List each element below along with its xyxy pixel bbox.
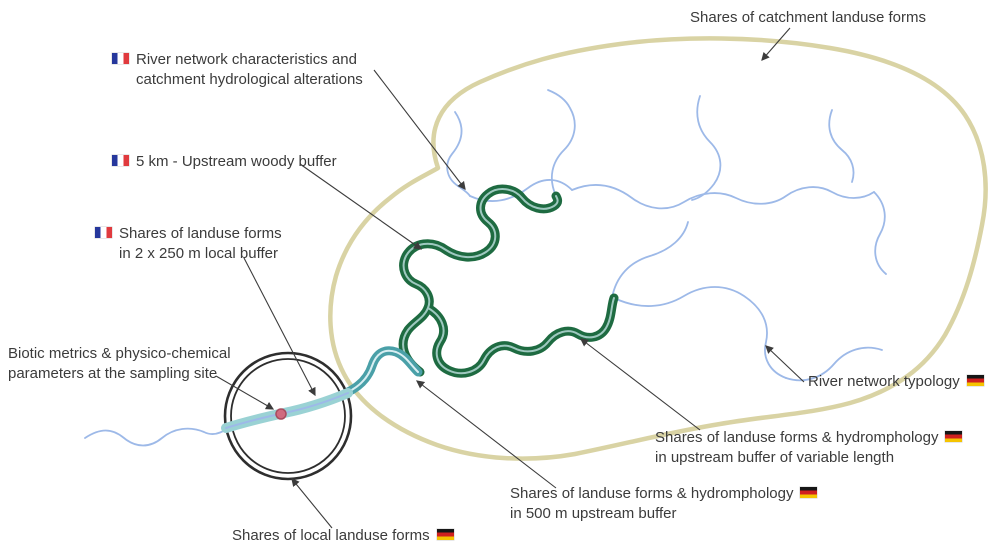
catchment-boundary-outline xyxy=(328,36,988,461)
label-catchment-landuse: Shares of catchment landuse forms xyxy=(690,8,926,28)
label-upstream-woody-buffer: 5 km - Upstream woody buffer xyxy=(112,152,337,172)
label-text: Shares of landuse forms xyxy=(119,225,282,242)
label-text: Shares of landuse forms & hydromphology xyxy=(510,485,794,502)
arrow-biotic-metrics xyxy=(215,375,275,410)
label-text: catchment hydrological alterations xyxy=(136,70,363,88)
local-buffer-inner-ring xyxy=(230,358,346,474)
river-segment xyxy=(84,427,229,447)
river-segment xyxy=(691,95,722,201)
label-text: in upstream buffer of variable length xyxy=(655,448,895,466)
sampling-site-dot xyxy=(275,408,287,420)
france-flag-icon xyxy=(112,53,129,64)
river-segment xyxy=(611,221,689,299)
woody-buffer xyxy=(398,184,619,378)
label-variable-length-buffer: Shares of landuse forms & hydromphology … xyxy=(655,428,963,468)
river-segment xyxy=(571,184,875,210)
france-flag-icon xyxy=(95,227,112,238)
label-text: River network characteristics and xyxy=(136,51,357,68)
label-text: Shares of local landuse forms xyxy=(232,527,430,544)
germany-flag-icon xyxy=(800,487,818,498)
river-segment xyxy=(828,109,855,183)
label-500m-upstream-buffer: Shares of landuse forms & hydromphology … xyxy=(510,484,818,524)
river-segment xyxy=(547,89,576,197)
arrow-local-landuse xyxy=(291,478,333,529)
arrow-upstream-woody-buffer xyxy=(299,163,423,250)
river-segment xyxy=(446,111,471,197)
arrow-river-network-typology xyxy=(765,345,805,383)
river-segment xyxy=(469,179,573,202)
label-text: in 500 m upstream buffer xyxy=(510,504,677,522)
arrow-catchment-landuse xyxy=(761,27,791,61)
label-text: Shares of landuse forms & hydromphology xyxy=(655,429,939,446)
label-text: 5 km - Upstream woody buffer xyxy=(136,153,337,170)
label-text: River network typology xyxy=(808,373,960,390)
germany-flag-icon xyxy=(436,529,454,540)
river-network xyxy=(84,89,887,447)
woody-buffer-core-river xyxy=(427,297,615,375)
france-flag-icon xyxy=(112,155,129,166)
arrow-local-buffer-shares xyxy=(243,257,316,397)
germany-flag-icon xyxy=(945,431,963,442)
river-segment xyxy=(613,286,787,379)
river-segment xyxy=(873,191,887,275)
upstream-500m-buffer xyxy=(343,346,423,397)
arrow-500m-upstream-buffer xyxy=(416,380,557,489)
woody-buffer-core-river xyxy=(402,188,559,373)
label-river-network-characteristics: River network characteristics and catchm… xyxy=(112,50,363,90)
woody-buffer-band xyxy=(423,293,619,378)
arrow-variable-length-buffer xyxy=(580,338,701,431)
germany-flag-icon xyxy=(966,375,984,386)
annotation-arrows xyxy=(215,27,805,529)
label-local-landuse: Shares of local landuse forms xyxy=(232,526,454,546)
label-text: Biotic metrics & physico-chemical xyxy=(8,345,231,362)
label-text: in 2 x 250 m local buffer xyxy=(119,244,278,262)
label-text: parameters at the sampling site xyxy=(8,364,218,382)
label-local-buffer-shares: Shares of landuse forms in 2 x 250 m loc… xyxy=(95,224,282,264)
label-text: Shares of catchment landuse forms xyxy=(690,9,926,26)
woody-buffer-band xyxy=(398,184,563,377)
label-biotic-metrics: Biotic metrics & physico-chemical parame… xyxy=(8,344,231,384)
arrow-river-network-characteristics xyxy=(373,69,466,190)
upstream-buffer-core-river xyxy=(347,349,419,393)
label-river-network-typology: River network typology xyxy=(808,372,984,392)
